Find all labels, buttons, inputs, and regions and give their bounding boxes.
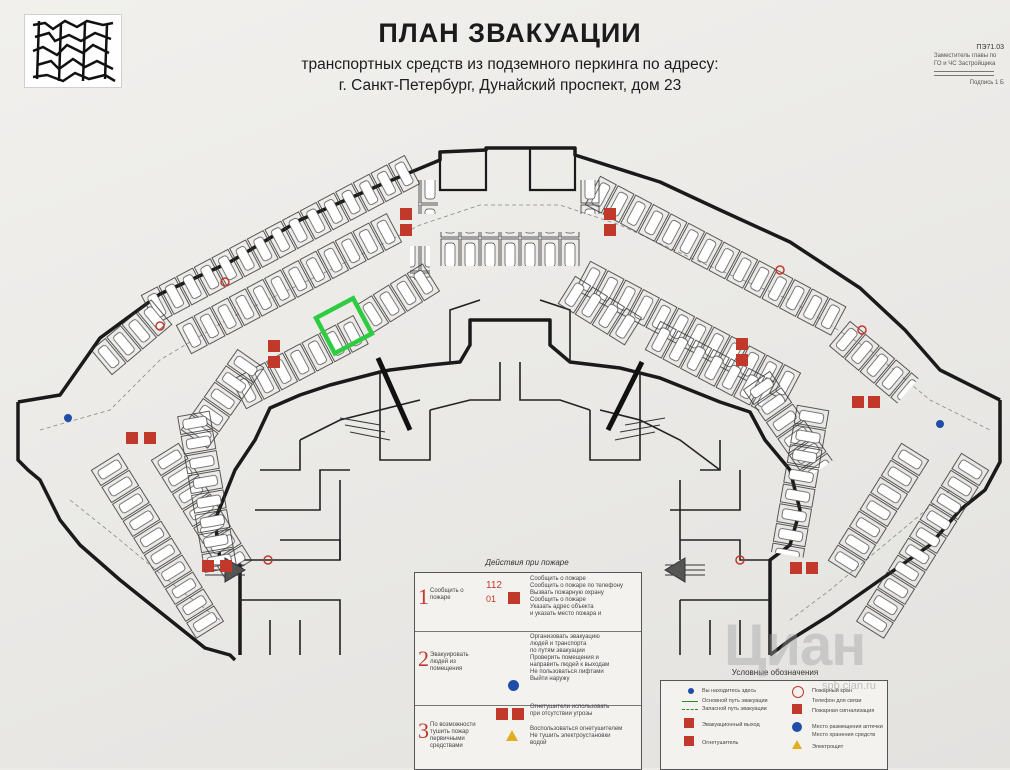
emergency-number: 112 [486,580,502,591]
phone-icon [936,420,944,428]
legend-item: Место хранения средств [812,732,876,738]
sign-group-mid-left [268,340,280,368]
subtitle-line-2: г. Санкт-Петербург, Дунайский проспект, … [338,77,682,94]
legend-item: Основной путь эвакуации [702,698,768,704]
sign-group-mid-right [736,338,748,366]
phone-sign-icon [792,704,802,714]
phone-sign-icon [508,592,520,604]
instruction-line: Сообщить о пожаре по телефону [530,583,623,589]
warning-icon [506,730,518,741]
instruction-line: Не тушить электроустановки [530,733,611,739]
main-route-icon [682,701,698,702]
step-instructions: Сообщить о пожаре Сообщить о пожаре по т… [530,576,636,618]
electrical-panel-icon [792,740,802,749]
instruction-line: Выйти наружу [530,676,570,682]
emergency-number-alt: 01 [486,594,497,604]
instruction-line: Не пользоваться лифтами [530,669,604,675]
fire-alarm-icon [775,265,785,275]
approval-code: ПЭ71.03 [976,44,1004,51]
developer-logo [24,14,122,88]
fire-alarm-icon [263,555,273,565]
step-label: По возможности тушить пожар первичными с… [430,722,476,749]
approval-block: ПЭ71.03 Заместитель главы по ГО и ЧС Зас… [934,44,1004,104]
legend-item: Телефон для связи [812,698,862,704]
step-label: Сообщить о пожаре [430,588,464,601]
approval-line: ГО и ЧС Застройщика [934,61,996,67]
instruction-line: Воспользоваться огнетушителем [530,726,623,732]
fire-hose-icon [792,686,804,698]
approval-line: Заместитель главы по [934,53,997,59]
instruction-line: Сообщить о пожаре [530,597,586,603]
step-number: 1 [418,584,429,609]
step-number: 3 [418,718,429,743]
instruction-line: по путям эвакуации [530,648,585,654]
legend-title: Действия при пожаре [485,558,569,567]
fire-alarm-icon [155,321,165,331]
instruction-line: людей и транспорта [530,641,587,647]
sign-group-right-top [604,208,616,236]
fire-alarm-icon [220,277,230,287]
legend-item: Место размещения аптечки [812,724,883,730]
instruction-line: Указать адрес объекта [530,604,594,610]
instruction-line: Проверить помещения и [530,655,599,661]
watermark-logo: Циан [724,613,866,678]
instruction-line: направить людей к выходам [530,662,610,668]
page-subtitle: транспортных средств из подземного перки… [240,54,780,96]
conditions-legend [660,680,888,770]
step-number: 2 [418,646,429,671]
legend-item: Эвакуационный выход [702,722,760,728]
fire-alarm-icon [857,325,867,335]
instruction-line: Вызвать пожарную охрану [530,590,604,596]
extinguisher-icon [684,736,694,746]
legend-item: Огнетушитель [702,740,739,746]
fire-hose-sign-icon [512,708,524,720]
watermark-url: spb.cian.ru [822,680,876,692]
info-icon [508,680,519,691]
subtitle-line-1: транспортных средств из подземного перки… [301,56,719,73]
sign-group-left-top [400,208,412,236]
you-are-here-icon [688,688,694,694]
extinguisher-sign-icon [496,708,508,720]
step-instructions: Огнетушители использовать при отсутствии… [530,704,636,747]
instruction-line: Организовать эвакуацию [530,634,600,640]
legend-item: Электрощит [812,744,844,750]
legend-item: Пожарная сигнализация [812,708,875,714]
sign-group-bottom-right [790,562,818,574]
exit-sign-icon [684,718,694,728]
step-instructions: Организовать эвакуацию людей и транспорт… [530,634,636,683]
instruction-line: и указать место пожара и [530,611,602,617]
legend-item: Запасной путь эвакуации [702,706,767,712]
legend-item: Вы находитесь здесь [702,688,757,694]
instruction-line: Огнетушители использовать [530,704,610,710]
instruction-line: Сообщить о пожаре [530,576,586,582]
instruction-line: водой [530,740,547,746]
conditions-title: Условные обозначения [731,668,819,677]
sign-group-right [852,396,880,408]
first-aid-icon [792,722,802,732]
reserve-route-icon [682,709,698,710]
actions-legend [414,572,642,770]
fire-alarm-icon [735,555,745,565]
sign-group-bottom-left [202,560,232,572]
instruction-line: при отсутствии угрозы [530,711,593,717]
phone-icon [64,414,72,422]
step-label: Эвакуировать людей из помещения [430,652,469,672]
legend-item: Пожарный кран [812,688,852,694]
approval-line: Подпись 1 Б [969,80,1004,86]
sign-group-left [126,432,156,444]
page-title: ПЛАН ЗВАКУАЦИИ [378,18,642,48]
you-are-here-marker [312,295,375,357]
